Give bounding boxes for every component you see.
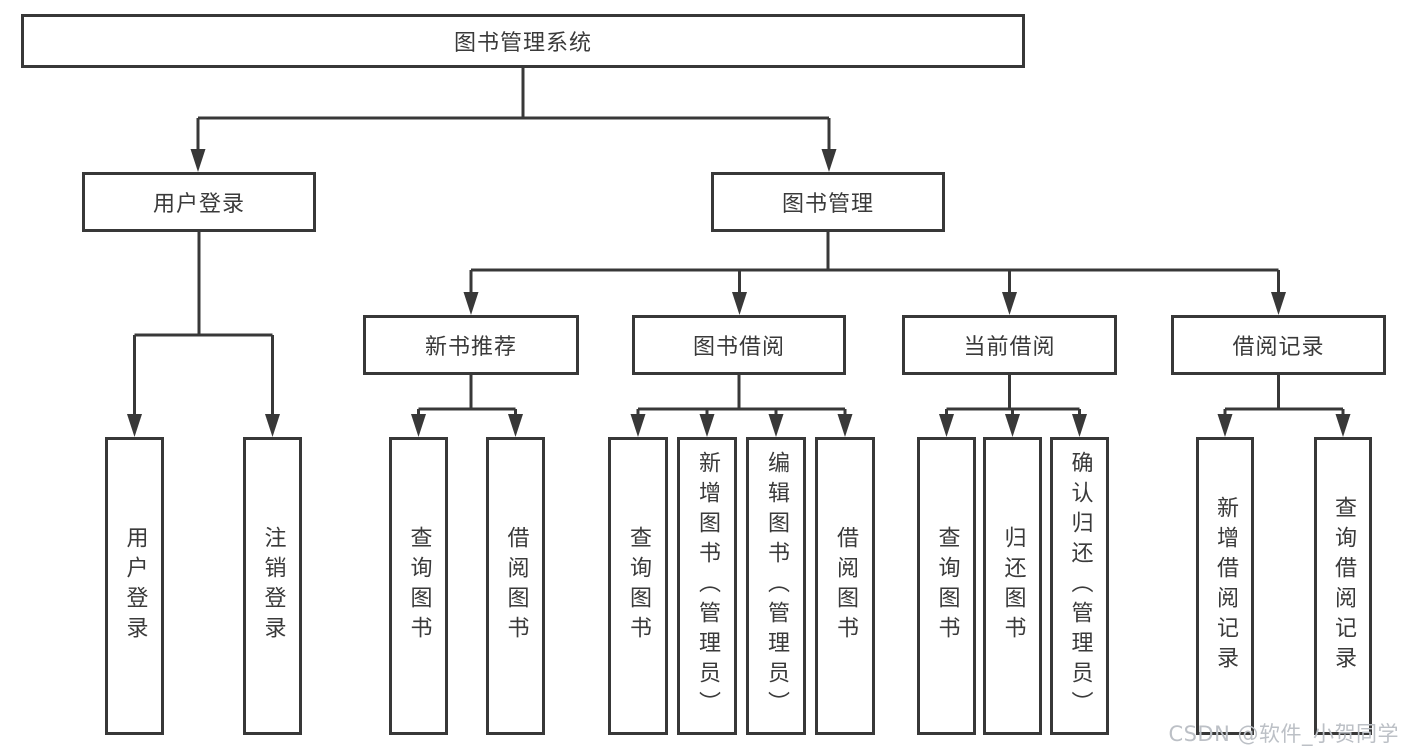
node-book-borrowing: 图书借阅 [632, 315, 846, 375]
leaf-add-borrow-record: 新增借阅记录 [1196, 437, 1254, 735]
node-new-book-recommendation: 新书推荐 [363, 315, 579, 375]
csdn-watermark: CSDN @软件_小贺同学 [1168, 722, 1399, 746]
leaf-query-books-current: 查询图书 [917, 437, 976, 735]
node-borrowing-records: 借阅记录 [1171, 315, 1386, 375]
node-book-management: 图书管理 [711, 172, 945, 232]
leaf-edit-books-admin: 编辑图书（管理员） [746, 437, 806, 735]
leaf-query-borrow-record: 查询借阅记录 [1314, 437, 1372, 735]
leaf-add-books-admin: 新增图书（管理员） [677, 437, 737, 735]
node-current-borrowing: 当前借阅 [902, 315, 1117, 375]
node-library-management-system: 图书管理系统 [21, 14, 1025, 68]
node-user-login: 用户登录 [82, 172, 316, 232]
arrowheads [127, 149, 1351, 437]
leaf-return-books: 归还图书 [983, 437, 1042, 735]
leaf-borrow-books-recommend: 借阅图书 [486, 437, 545, 735]
leaf-user-login: 用户登录 [105, 437, 164, 735]
leaf-confirm-return-admin: 确认归还（管理员） [1050, 437, 1109, 735]
leaf-borrow-books: 借阅图书 [815, 437, 875, 735]
leaf-query-books-recommend: 查询图书 [389, 437, 448, 735]
leaf-logout: 注销登录 [243, 437, 302, 735]
leaf-query-books-borrow: 查询图书 [608, 437, 668, 735]
